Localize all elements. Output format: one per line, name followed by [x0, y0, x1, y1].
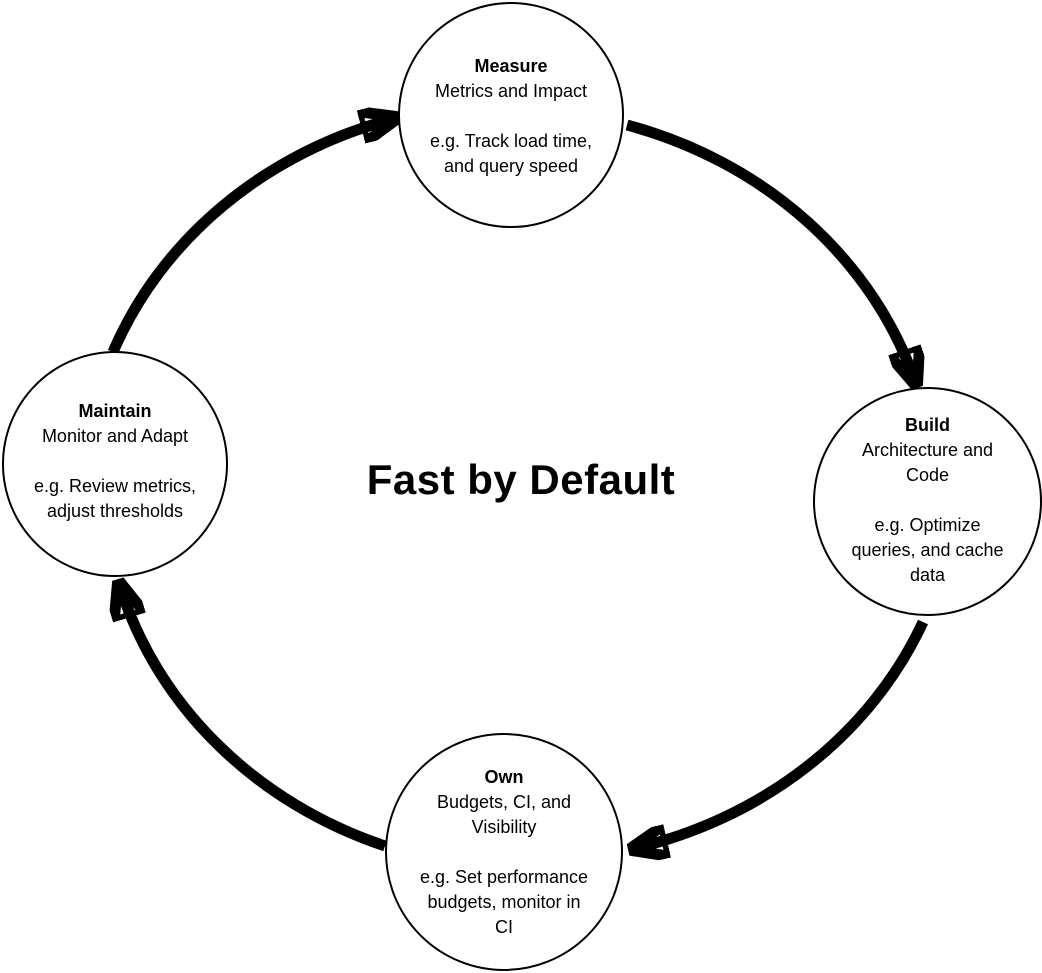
arrow-maintain-to-measure [107, 118, 396, 355]
arrow-own-to-maintain [119, 583, 387, 852]
node-measure-subtitle: Metrics and Impact [434, 81, 588, 101]
node-maintain: Maintain Monitor and Adapt e.g. Review m… [2, 351, 228, 577]
node-maintain-title: Maintain [78, 401, 152, 421]
node-own-subtitle: Budgets, CI, and Visibility [436, 792, 572, 837]
node-maintain-example: e.g. Review metrics, adjust thresholds [33, 476, 197, 521]
node-build-title: Build [905, 415, 950, 435]
diagram-title: Fast by Default [366, 456, 676, 503]
arrow-measure-to-build [625, 119, 916, 384]
node-build-subtitle: Architecture and Code [861, 440, 994, 485]
node-build: Build Architecture and Code e.g. Optimiz… [813, 387, 1042, 616]
node-maintain-subtitle: Monitor and Adapt [41, 426, 189, 446]
node-own-example: e.g. Set performance budgets, monitor in… [419, 867, 589, 937]
arrow-build-to-own [632, 619, 928, 849]
node-measure-title: Measure [474, 56, 548, 76]
node-measure: Measure Metrics and Impact e.g. Track lo… [398, 2, 624, 228]
node-build-example: e.g. Optimize queries, and cache data [851, 515, 1004, 585]
node-own: Own Budgets, CI, and Visibility e.g. Set… [385, 733, 623, 971]
node-own-title: Own [484, 767, 524, 787]
node-measure-example: e.g. Track load time, and query speed [429, 131, 593, 176]
